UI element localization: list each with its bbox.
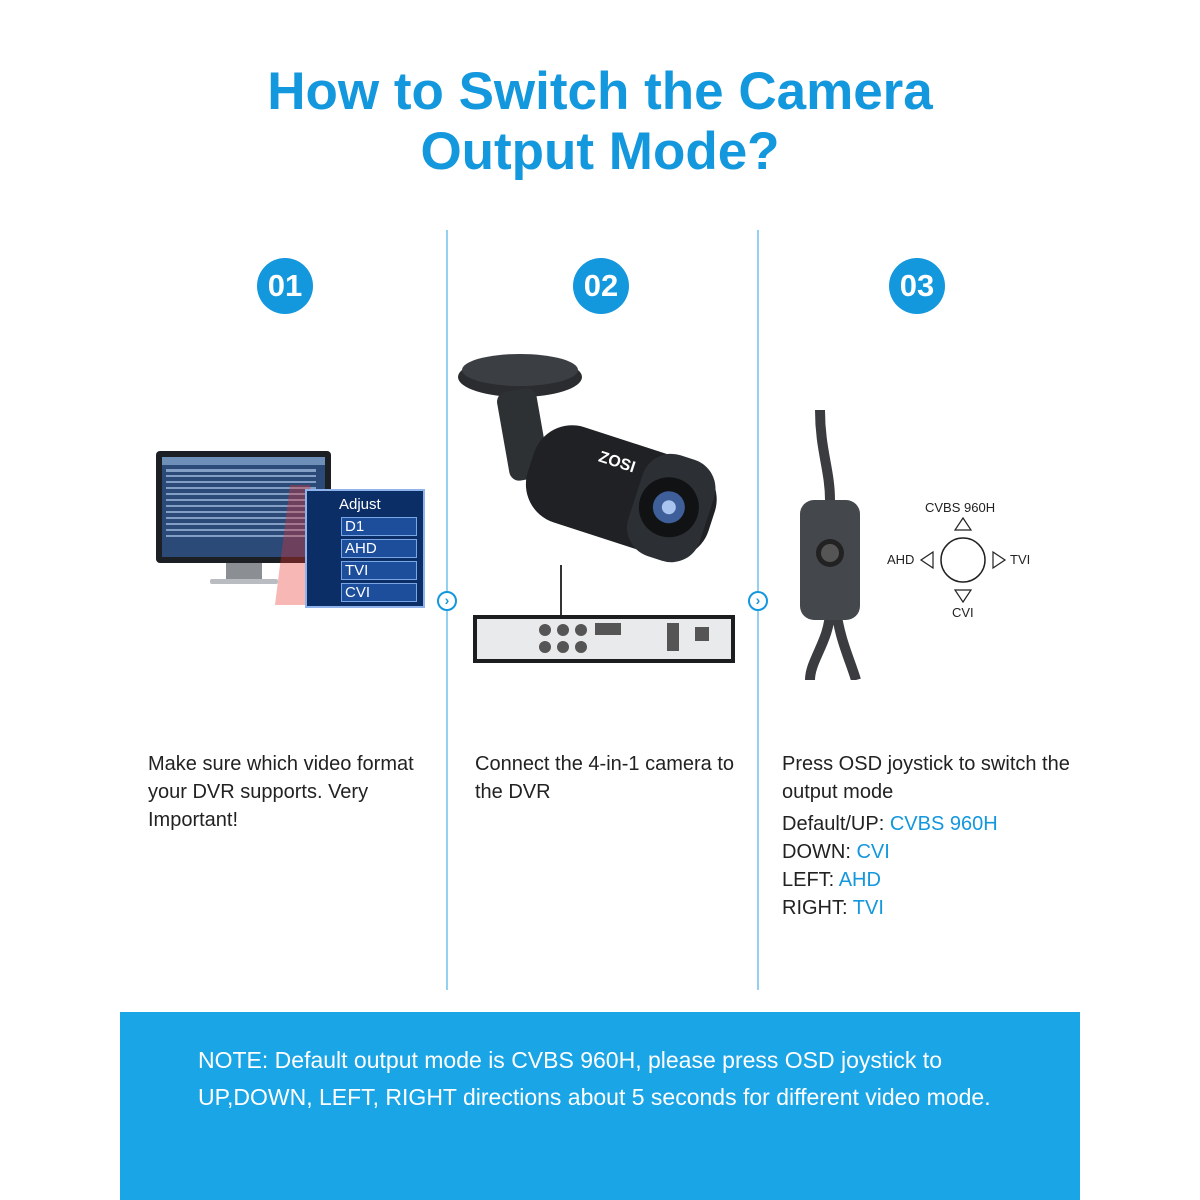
- adjust-option: D1: [341, 517, 417, 536]
- mode-value: AHD: [838, 869, 881, 891]
- joystick-direction-diagram: [919, 516, 1007, 604]
- mode-label: Default/UP:: [782, 813, 890, 835]
- step-3-description: Press OSD joystick to switch the output …: [782, 753, 1070, 803]
- title-line-2: Output Mode?: [420, 122, 780, 181]
- mode-item: RIGHT: TVI: [782, 894, 998, 922]
- note-text: NOTE: Default output mode is CVBS 960H, …: [198, 1047, 991, 1110]
- title-line-1: How to Switch the Camera: [267, 62, 933, 121]
- adjust-option-label: AHD: [345, 540, 377, 557]
- step-number-badge: 02: [573, 258, 629, 314]
- note-banner: NOTE: Default output mode is CVBS 960H, …: [120, 1012, 1080, 1200]
- mode-item: LEFT: AHD: [782, 866, 998, 894]
- mode-value: TVI: [852, 897, 884, 919]
- mode-label: DOWN:: [782, 841, 857, 863]
- step-number-badge: 03: [889, 258, 945, 314]
- joystick-up-label: CVBS 960H: [925, 500, 996, 515]
- step-1-description: Make sure which video format your DVR su…: [148, 753, 414, 831]
- adjust-option-label: CVI: [345, 584, 371, 601]
- mode-value: CVI: [856, 841, 890, 863]
- mode-item: DOWN: CVI: [782, 838, 998, 866]
- page-title: How to Switch the Camera Output Mode?: [0, 62, 1200, 182]
- adjust-option: TVI: [341, 561, 417, 580]
- adjust-option-label: D1: [345, 518, 365, 535]
- chevron-right-icon: ›: [437, 591, 457, 611]
- adjust-option: AHD: [341, 539, 417, 558]
- osd-joystick-cable-illustration: [800, 410, 861, 680]
- joystick-right-label: TVI: [1010, 552, 1031, 567]
- joystick-left-label: AHD: [887, 552, 915, 567]
- adjust-option: CVI: [341, 583, 417, 602]
- bullet-camera-illustration: [458, 354, 735, 663]
- adjust-panel-title: Adjust: [339, 496, 381, 513]
- chevron-right-icon: ›: [748, 591, 768, 611]
- mode-label: LEFT:: [782, 869, 839, 891]
- step-2-description: Connect the 4-in-1 camera to the DVR: [475, 753, 735, 803]
- mode-label: RIGHT:: [782, 897, 853, 919]
- joystick-down-label: CVI: [952, 605, 974, 620]
- mode-value: CVBS 960H: [889, 813, 998, 835]
- adjust-option-label: TVI: [345, 562, 369, 579]
- mode-item: Default/UP: CVBS 960H: [782, 810, 998, 838]
- mode-list: Default/UP: CVBS 960H DOWN: CVI LEFT: AH…: [782, 810, 998, 922]
- step-number-badge: 01: [257, 258, 313, 314]
